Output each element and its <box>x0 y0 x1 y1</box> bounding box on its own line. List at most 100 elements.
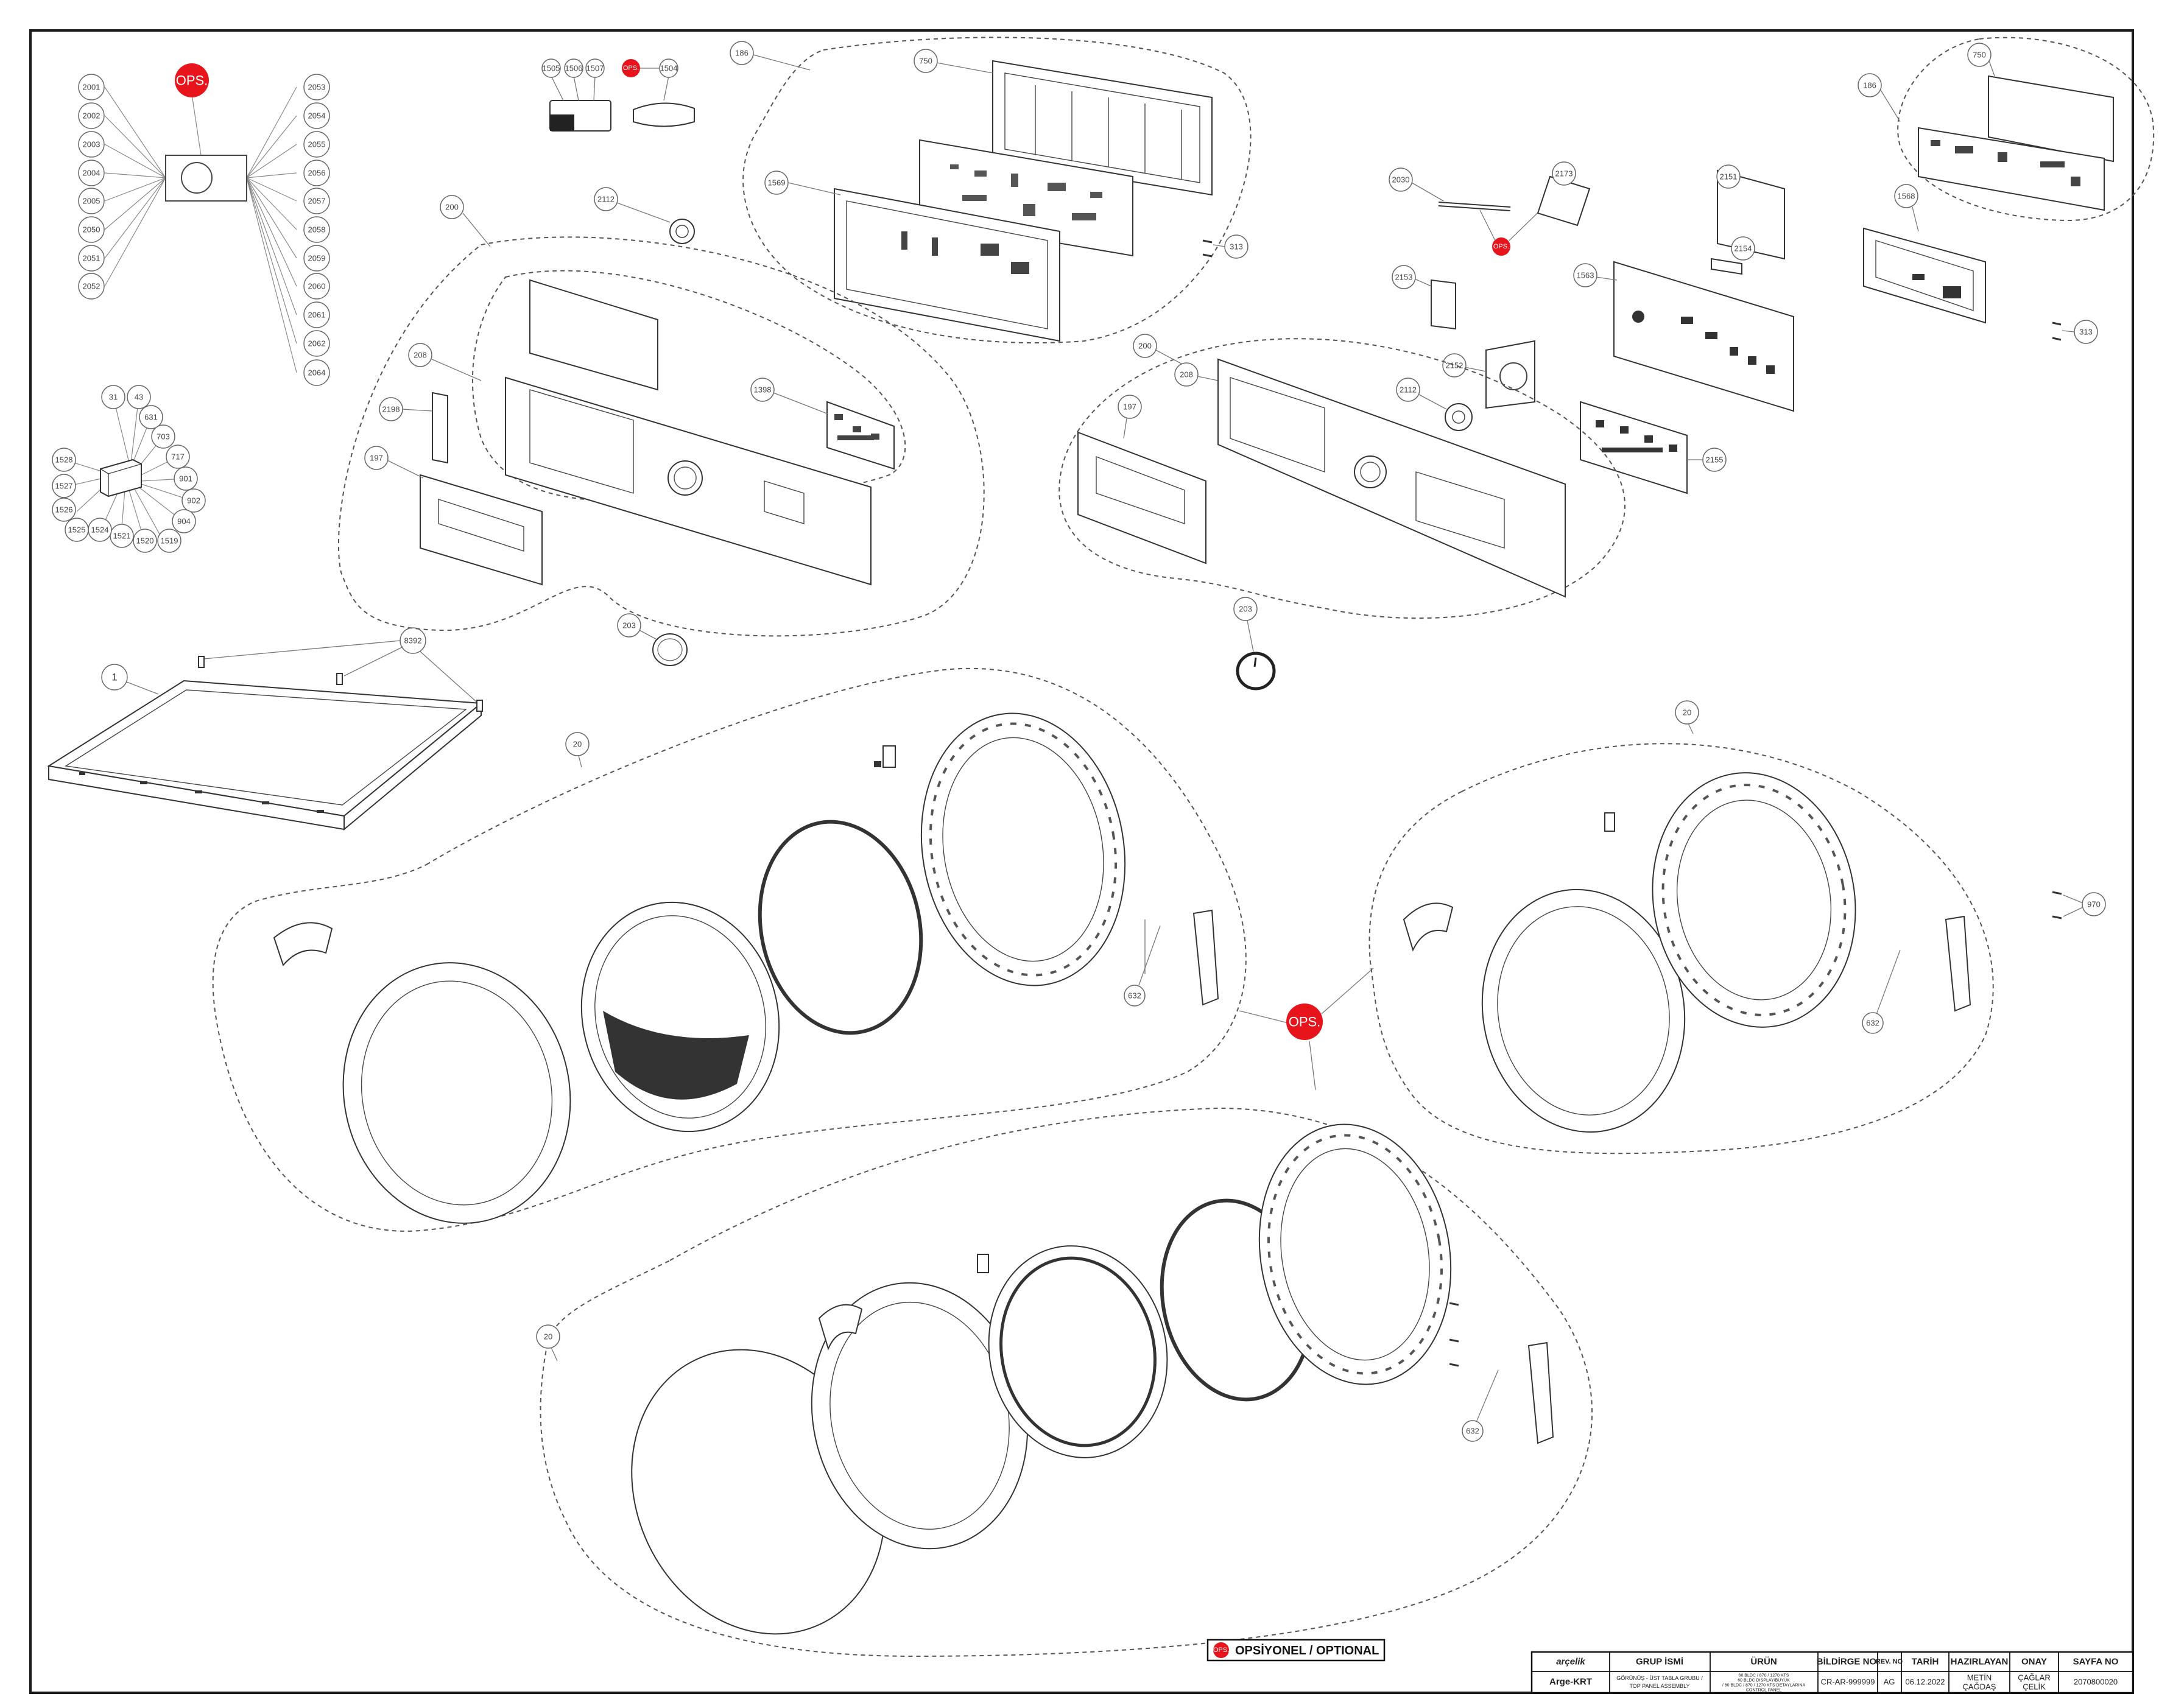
callout-43: 43 <box>135 393 143 402</box>
callout-2064: 2064 <box>308 368 326 378</box>
callout-750-right: 750 <box>1973 51 1986 60</box>
callout-2055: 2055 <box>308 140 326 149</box>
group-line2: TOP PANEL ASSEMBLY <box>1629 1683 1689 1689</box>
callout-2112-left: 2112 <box>597 195 615 204</box>
drawing-frame <box>29 29 2134 1694</box>
callout-703: 703 <box>157 432 170 441</box>
callout-1528: 1528 <box>55 455 73 465</box>
callout-2062: 2062 <box>308 339 326 348</box>
callout-901: 901 <box>179 474 192 483</box>
prepared-line1: METİN <box>1967 1673 1992 1682</box>
knob-203-left: 203 <box>617 613 688 666</box>
product-line1: 60 BLDC / 870 / 1270 KTS <box>1739 1674 1789 1678</box>
legend-badge: OPS. <box>1213 1646 1229 1654</box>
product-line4: CONTROL PANEL <box>1746 1689 1781 1693</box>
callout-2154: 2154 <box>1735 244 1752 253</box>
screw-970: 970 <box>2052 891 2106 919</box>
callout-186-left: 186 <box>735 49 748 58</box>
callout-2173: 2173 <box>1555 169 1573 178</box>
control-panel-group-right: 200 208 197 <box>1058 334 1625 619</box>
callout-902: 902 <box>187 496 200 505</box>
callout-1569: 1569 <box>768 178 786 188</box>
callout-2153: 2153 <box>1395 273 1413 282</box>
callout-2152: 2152 <box>1446 361 1463 370</box>
callout-2151: 2151 <box>1720 172 1738 181</box>
callout-20-bottom: 20 <box>544 1332 552 1341</box>
callout-2030: 2030 <box>1392 175 1410 185</box>
header-page: SAYFA NO <box>2073 1657 2119 1667</box>
approval-line1: ÇAĞLAR <box>2018 1673 2050 1682</box>
callout-632-right: 632 <box>1866 1019 1879 1028</box>
callout-2002: 2002 <box>83 111 100 121</box>
callout-1527: 1527 <box>55 482 73 491</box>
control-panel-group-left: 200 208 1398 2198 197 2112 <box>337 187 985 637</box>
electronics-parts-center: 2030 OPS. 2173 2151 2154 2153 1563 2152 … <box>1389 161 1794 494</box>
header-approval: ONAY <box>2021 1657 2047 1667</box>
label-group-2000s: OPS. 2001 2002 2003 2004 2005 2050 2051 … <box>78 63 330 386</box>
callout-1: 1 <box>111 672 117 683</box>
callout-2050: 2050 <box>83 225 100 234</box>
handle-set-group: 1505 1506 1507 OPS. 1504 <box>541 58 695 132</box>
callout-186-right: 186 <box>1863 81 1876 90</box>
date-value: 06.12.2022 <box>1905 1678 1945 1687</box>
callout-20-left: 20 <box>573 740 582 749</box>
callout-1563: 1563 <box>1577 271 1594 280</box>
header-product: ÜRÜN <box>1750 1657 1777 1667</box>
legend-optional: OPS. OPSİYONEL / OPTIONAL <box>1206 1639 1386 1662</box>
callout-2054: 2054 <box>308 111 326 121</box>
electronics-group-right: 750 186 1568 313 <box>1858 37 2155 344</box>
callout-8392: 8392 <box>404 636 422 645</box>
callout-200-left: 200 <box>445 203 459 212</box>
callout-717: 717 <box>171 452 185 462</box>
callout-750-left: 750 <box>919 57 932 66</box>
approval-line2: ÇELİK <box>2023 1682 2046 1692</box>
callout-2004: 2004 <box>83 169 100 178</box>
callout-1521: 1521 <box>113 532 131 541</box>
callout-632-left: 632 <box>1128 991 1141 1000</box>
title-block: arçelik Arge-KRT GRUP İSMİ ÜRÜN BİLDİRGE… <box>1530 1651 2134 1694</box>
ops-badge <box>175 63 209 97</box>
callout-1520: 1520 <box>136 536 154 546</box>
callout-2003: 2003 <box>83 140 100 149</box>
callout-1568: 1568 <box>1898 192 1915 201</box>
callout-2051: 2051 <box>83 254 100 263</box>
callout-2060: 2060 <box>308 282 326 291</box>
callout-208-right: 208 <box>1180 370 1193 379</box>
page-value: 2070800020 <box>2074 1678 2118 1687</box>
callout-2053: 2053 <box>308 83 326 92</box>
callout-31: 31 <box>109 393 118 402</box>
notice-value: CR-AR-999999 <box>1821 1678 1875 1687</box>
callout-1504: 1504 <box>660 64 678 73</box>
header-group: GRUP İSMİ <box>1636 1657 1683 1667</box>
callout-631: 631 <box>144 413 158 422</box>
callout-970: 970 <box>2087 900 2101 909</box>
callout-2056: 2056 <box>308 169 326 178</box>
callout-2155: 2155 <box>1706 455 1724 465</box>
callout-200-right: 200 <box>1138 342 1152 351</box>
header-prepared: HAZIRLAYAN <box>1951 1657 2009 1667</box>
callout-203-right: 203 <box>1239 605 1252 614</box>
callout-2001: 2001 <box>83 83 100 92</box>
callout-1526: 1526 <box>55 505 73 515</box>
callout-1525: 1525 <box>68 525 86 535</box>
door-assembly-right: 20 632 <box>1368 700 1994 1154</box>
legend-text: OPSİYONEL / OPTIONAL <box>1235 1643 1379 1657</box>
door-assembly-bottom: 20 632 <box>536 1107 1593 1657</box>
callout-203-left: 203 <box>622 621 636 630</box>
callout-2005: 2005 <box>83 197 100 206</box>
product-line2: 60 BLDC DISPLAY/BÜYÜK <box>1738 1678 1790 1683</box>
group-line1: GÖRÜNÜŞ - ÜST TABLA GRUBU / <box>1616 1675 1703 1681</box>
callout-197-left: 197 <box>370 454 383 463</box>
callout-1506: 1506 <box>565 64 583 73</box>
callout-2198: 2198 <box>382 405 400 414</box>
rev-value: AG <box>1884 1678 1895 1687</box>
title-brand: arçelik <box>1556 1657 1585 1667</box>
callout-1398: 1398 <box>754 385 772 395</box>
prepared-line2: ÇAĞDAŞ <box>1963 1682 1996 1692</box>
callout-2061: 2061 <box>308 311 326 320</box>
ops-badge-text: OPS. <box>176 73 208 88</box>
callout-20-right: 20 <box>1683 708 1691 717</box>
ops-badge-small-2: OPS. <box>1493 243 1509 250</box>
callout-313-left: 313 <box>1230 242 1243 251</box>
top-plate-group: 1 8392 <box>47 627 483 831</box>
